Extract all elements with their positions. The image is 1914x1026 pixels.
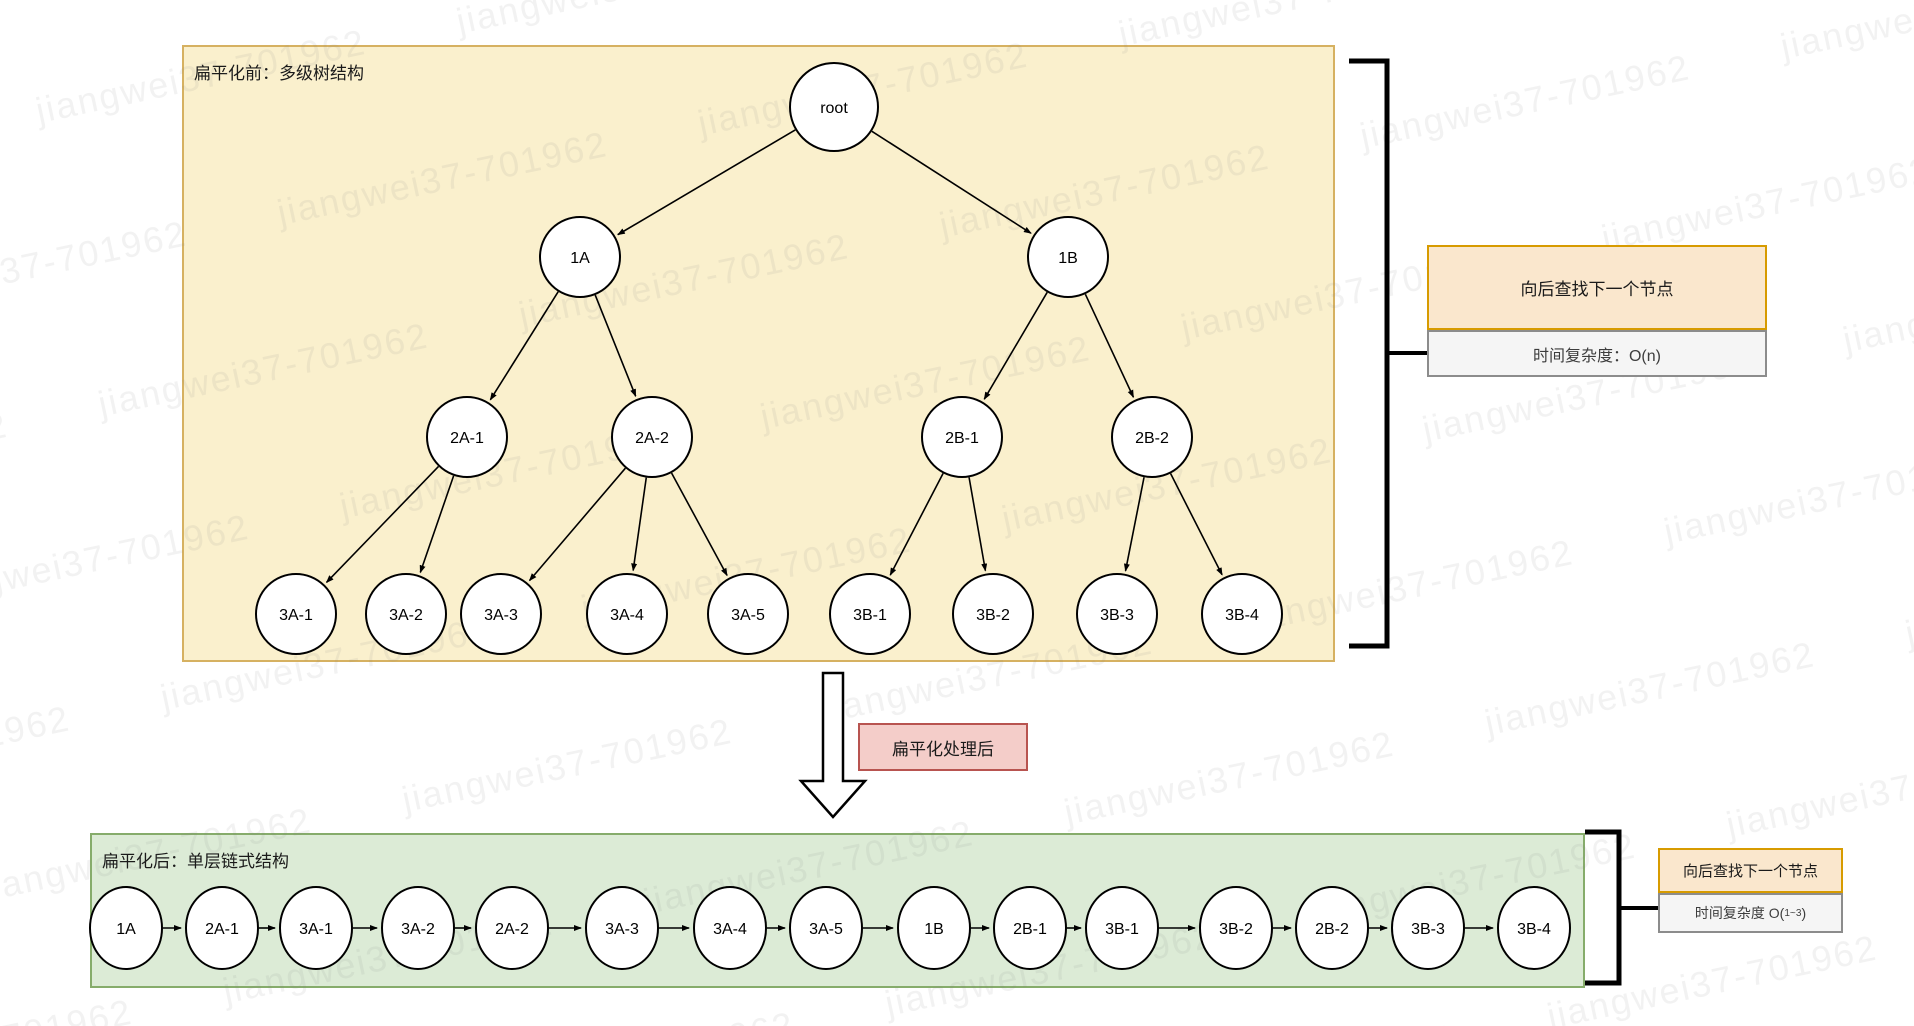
tree-edge-2A-2-3A-5 (670, 472, 728, 577)
list-node-2B-2: 2B-2 (1295, 886, 1369, 970)
svg-text:3A-4: 3A-4 (610, 607, 644, 624)
note-list-header: 向后查找下一个节点 (1658, 848, 1843, 893)
svg-text:3A-1: 3A-1 (299, 921, 333, 938)
note-list-body: 时间复杂度 O(1~3) (1658, 893, 1843, 933)
tree-node-2B-2: 2B-2 (1111, 396, 1193, 478)
svg-text:2A-2: 2A-2 (495, 921, 529, 938)
tree-node-1B: 1B (1027, 216, 1109, 298)
tree-node-3A-2: 3A-2 (365, 573, 447, 655)
svg-text:3A-3: 3A-3 (605, 921, 639, 938)
tree-edge-1B-2B-1 (983, 291, 1048, 400)
tree-node-2A-1: 2A-1 (426, 396, 508, 478)
list-node-3A-4: 3A-4 (693, 886, 767, 970)
before-flatten-box: 扁平化前：多级树结构 (182, 45, 1335, 662)
tree-edge-2A-1-3A-1 (325, 465, 440, 584)
note-tree-body: 时间复杂度：O(n) (1427, 330, 1767, 377)
svg-text:1B: 1B (1058, 250, 1078, 267)
tree-edges-group (325, 129, 1223, 584)
tree-bracket (1349, 58, 1390, 649)
tree-nodes-group: root 1A 1B 2A-1 2A-2 2B-1 2B-2 3A-1 3A-2 3A-3 3A-4… (255, 62, 1283, 655)
flatten-process-label: 扁平化处理后 (858, 723, 1028, 771)
list-node-3B-4: 3B-4 (1497, 886, 1571, 970)
svg-text:2B-1: 2B-1 (945, 430, 979, 447)
list-node-2A-1: 2A-1 (185, 886, 259, 970)
svg-text:3B-3: 3B-3 (1411, 921, 1445, 938)
list-node-3B-1: 3B-1 (1085, 886, 1159, 970)
note-list-complexity: 向后查找下一个节点 时间复杂度 O(1~3) (1658, 848, 1843, 933)
tree-node-3A-5: 3A-5 (707, 573, 789, 655)
note-list-body-prefix: 时间复杂度 O( (1694, 905, 1785, 921)
tree-edge-2A-2-3A-3 (528, 467, 626, 582)
svg-text:3B-4: 3B-4 (1225, 607, 1259, 624)
svg-text:2A-1: 2A-1 (450, 430, 484, 447)
list-node-2B-1: 2B-1 (993, 886, 1067, 970)
tree-node-root: root (789, 62, 879, 152)
svg-text:2B-1: 2B-1 (1013, 921, 1047, 938)
svg-text:3B-1: 3B-1 (1105, 921, 1139, 938)
svg-text:3A-3: 3A-3 (484, 607, 518, 624)
tree-edge-1A-2A-2 (594, 294, 637, 398)
tree-node-3B-1: 3B-1 (829, 573, 911, 655)
list-node-3A-3: 3A-3 (585, 886, 659, 970)
list-node-3B-2: 3B-2 (1199, 886, 1273, 970)
svg-text:3A-2: 3A-2 (401, 921, 435, 938)
list-node-3A-5: 3A-5 (789, 886, 863, 970)
tree-edge-2A-2-3A-4 (631, 477, 648, 572)
tree-node-3B-3: 3B-3 (1076, 573, 1158, 655)
tree-edge-2B-2-3B-3 (1123, 477, 1145, 572)
svg-text:2B-2: 2B-2 (1135, 430, 1169, 447)
svg-text:3A-5: 3A-5 (731, 607, 765, 624)
tree-node-2A-2: 2A-2 (611, 396, 693, 478)
svg-text:root: root (820, 100, 848, 117)
svg-text:3A-2: 3A-2 (389, 607, 423, 624)
tree-node-3B-2: 3B-2 (952, 573, 1034, 655)
tree-node-3A-1: 3A-1 (255, 573, 337, 655)
svg-text:3B-2: 3B-2 (1219, 921, 1253, 938)
tree-edge-2B-1-3B-2 (968, 477, 988, 572)
svg-text:3B-4: 3B-4 (1517, 921, 1551, 938)
svg-text:3A-4: 3A-4 (713, 921, 747, 938)
list-node-2A-2: 2A-2 (475, 886, 549, 970)
list-node-1B: 1B (897, 886, 971, 970)
list-node-3A-1: 3A-1 (279, 886, 353, 970)
list-node-1A: 1A (89, 886, 163, 970)
svg-text:3B-3: 3B-3 (1100, 607, 1134, 624)
list-layer-group: 1A 2A-1 3A-1 3A-2 2A-2 3A-3 3A-4 3A-5 1B 2B-1 3B-1… (89, 886, 1571, 970)
svg-text:3A-1: 3A-1 (279, 607, 313, 624)
tree-node-3A-3: 3A-3 (460, 573, 542, 655)
after-title: 扁平化后：单层链式结构 (102, 852, 289, 871)
tree-node-2B-1: 2B-1 (921, 396, 1003, 478)
flatten-down-arrow (798, 671, 868, 819)
svg-text:2A-2: 2A-2 (635, 430, 669, 447)
svg-text:1B: 1B (924, 921, 944, 938)
tree-node-1A: 1A (539, 216, 621, 298)
note-list-body-suffix: ) (1801, 905, 1807, 921)
tree-edge-root-1B (871, 130, 1032, 234)
svg-text:3A-5: 3A-5 (809, 921, 843, 938)
note-tree-complexity: 向后查找下一个节点 时间复杂度：O(n) (1427, 245, 1767, 377)
note-list-body-subscript: 1~3 (1784, 907, 1802, 919)
note-tree-header: 向后查找下一个节点 (1427, 245, 1767, 330)
tree-edge-1A-2A-1 (489, 291, 559, 401)
tree-edge-root-1A (617, 129, 796, 236)
svg-text:3B-2: 3B-2 (976, 607, 1010, 624)
svg-text:3B-1: 3B-1 (853, 607, 887, 624)
tree-edge-2B-2-3B-4 (1169, 473, 1223, 576)
tree-edge-2A-1-3A-2 (419, 475, 455, 574)
before-title: 扁平化前：多级树结构 (194, 64, 364, 83)
tree-edge-1B-2B-2 (1084, 293, 1135, 399)
list-bracket (1585, 829, 1622, 986)
tree-edge-2B-1-3B-1 (889, 473, 944, 576)
svg-text:1A: 1A (570, 250, 590, 267)
svg-text:2A-1: 2A-1 (205, 921, 239, 938)
tree-node-3A-4: 3A-4 (586, 573, 668, 655)
svg-text:2B-2: 2B-2 (1315, 921, 1349, 938)
tree-node-3B-4: 3B-4 (1201, 573, 1283, 655)
list-node-3B-3: 3B-3 (1391, 886, 1465, 970)
svg-text:1A: 1A (116, 921, 136, 938)
list-node-3A-2: 3A-2 (381, 886, 455, 970)
